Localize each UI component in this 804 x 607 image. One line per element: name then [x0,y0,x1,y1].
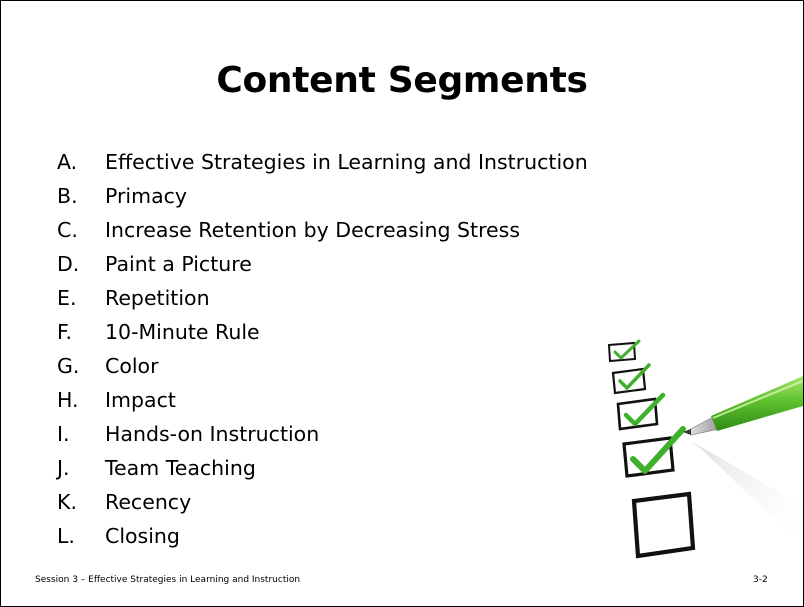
checkbox-checked-icon [616,392,666,431]
list-item-letter: G. [57,354,80,378]
list-item-letter: A. [57,150,78,174]
list-item-letter: C. [57,218,78,242]
list-item: C. Increase Retention by Decreasing Stres… [57,213,588,247]
list-item-text: Increase Retention by Decreasing Stress [105,218,521,242]
content-segments-list: A. Effective Strategies in Learning and I… [57,145,588,553]
list-item-letter: J. [57,456,70,480]
list-item-letter: B. [57,184,78,208]
checkbox-empty-icon [631,491,696,559]
list-item-text: Impact [105,388,176,412]
list-item-text: Repetition [105,286,210,310]
list-item-text: Primacy [105,184,188,208]
list-item-letter: H. [57,388,79,412]
list-item: E. Repetition [57,281,588,315]
list-item-text: Recency [105,490,192,514]
list-item-letter: L. [57,524,75,548]
pen-icon [683,376,803,436]
list-item-text: Effective Strategies in Learning and Ins… [105,150,588,174]
list-item: H. Impact [57,383,588,417]
checklist-pen-illustration [607,339,803,559]
list-item-text: Color [105,354,159,378]
list-item-letter: F. [57,320,73,344]
checkbox-checked-icon [607,339,641,363]
list-item-text: 10-Minute Rule [105,320,260,344]
list-item: D. Paint a Picture [57,247,588,281]
slide-title: Content Segments [216,60,588,101]
checkbox-checked-icon [622,426,686,478]
list-item: L. Closing [57,519,588,553]
list-item: B. Primacy [57,179,588,213]
footer-session-text: Session 3 – Effective Strategies in Lear… [35,575,301,585]
list-item-text: Hands-on Instruction [105,422,320,446]
list-item: G. Color [57,349,588,383]
list-item: F. 10-Minute Rule [57,315,588,349]
list-item-letter: I. [57,422,70,446]
list-item-text: Closing [105,524,180,548]
list-item-letter: D. [57,252,80,276]
list-item-text: Team Teaching [105,456,256,480]
list-item: I. Hands-on Instruction [57,417,588,451]
list-item: A. Effective Strategies in Learning and I… [57,145,588,179]
list-item: K. Recency [57,485,588,519]
list-item: J. Team Teaching [57,451,588,485]
list-item-letter: K. [57,490,77,514]
pen-shadow [691,441,803,546]
list-item-letter: E. [57,286,77,310]
checkbox-checked-icon [611,363,651,395]
list-item-text: Paint a Picture [105,252,252,276]
footer-slide-number: 3-2 [753,575,768,585]
